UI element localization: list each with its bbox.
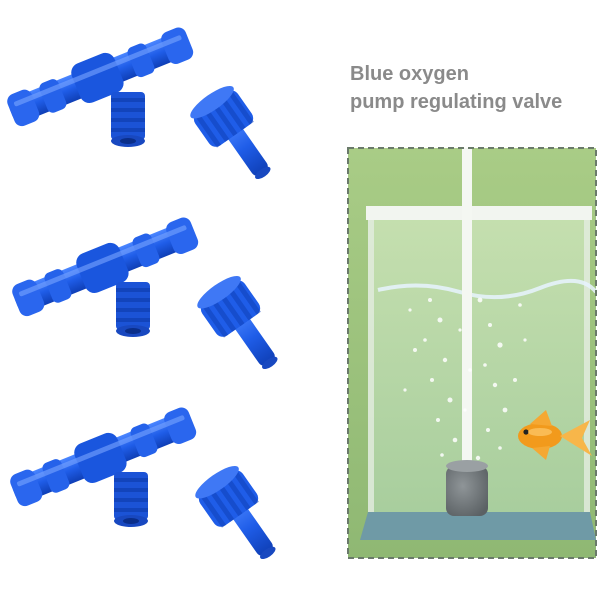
water-surface	[377, 278, 598, 300]
bubbles	[403, 297, 527, 461]
valve-set-2	[8, 211, 293, 382]
regulator-knob-3	[191, 460, 291, 572]
valve-set-3	[6, 401, 291, 572]
t-connector-2	[8, 211, 203, 337]
tank-top-rim	[366, 206, 592, 220]
dashed-frame	[347, 147, 597, 559]
caption-line-2: pump regulating valve	[350, 91, 563, 113]
aquarium-photo	[347, 147, 598, 559]
valve-set-1	[3, 21, 286, 192]
product-caption: Blue oxygen pump regulating valve	[350, 60, 590, 116]
t-connector-3	[6, 401, 201, 527]
air-tube	[462, 148, 472, 468]
air-stone	[446, 466, 488, 516]
t-connector-1	[3, 21, 198, 147]
tank-floor	[360, 512, 596, 540]
goldfish	[518, 410, 592, 460]
regulator-knob-1	[186, 80, 286, 192]
caption-line-1: Blue oxygen	[350, 63, 469, 85]
regulator-knob-2	[193, 270, 293, 382]
